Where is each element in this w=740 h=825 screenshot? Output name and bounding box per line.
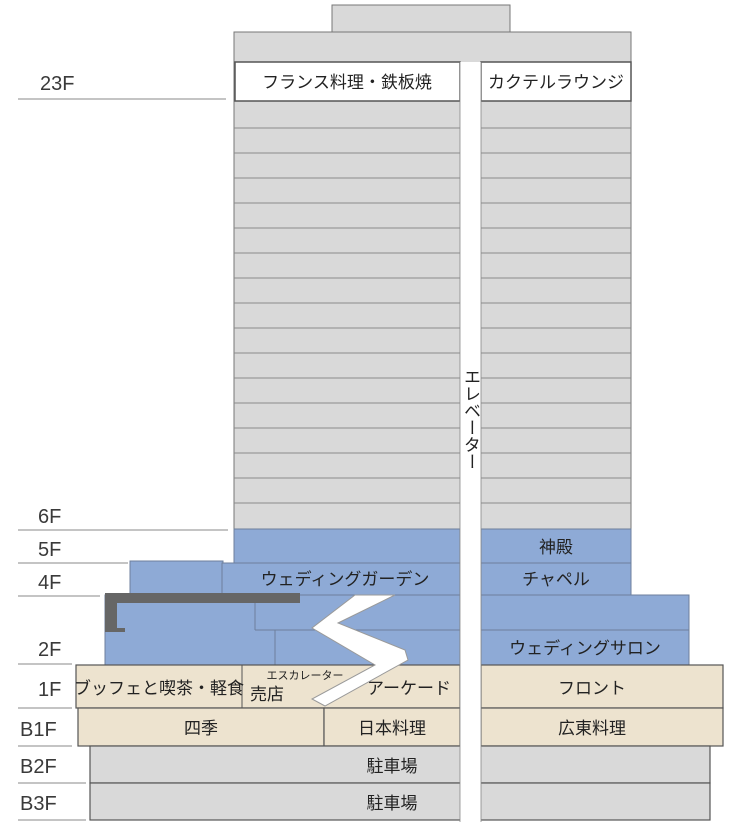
room-chapel-label: チャペル xyxy=(522,570,590,590)
room-wedding-salon xyxy=(480,629,690,666)
room-cantonese-label: 広東料理 xyxy=(558,719,626,739)
room-wedding-garden-label: ウェディングガーデン xyxy=(261,569,430,590)
floor-label-2f: 2F xyxy=(38,639,61,661)
floor-labels: 23F 6F 5F 4F 2F 1F B1F B2F B3F xyxy=(18,73,228,821)
room-shop-label: 売店 xyxy=(250,685,284,705)
floor-label-5f: 5F xyxy=(38,539,61,561)
floor-1f-left xyxy=(75,664,461,709)
parking-b3 xyxy=(89,782,711,821)
terrace-dark-step xyxy=(105,628,125,632)
room-french-teppanyaki xyxy=(234,61,461,102)
parking-b2-label: 駐車場 xyxy=(367,757,418,777)
parking-b2 xyxy=(89,745,711,784)
terrace-dark-accent xyxy=(105,593,300,631)
floor-label-b1f: B1F xyxy=(20,719,57,741)
room-shiki xyxy=(77,707,325,747)
floor-3f-right xyxy=(480,594,690,631)
floor-label-1f: 1F xyxy=(38,679,61,701)
room-wedding-salon-label: ウェディングサロン xyxy=(509,638,661,659)
room-cantonese xyxy=(480,707,724,747)
room-cocktail-lounge-label: カクテルラウンジ xyxy=(488,73,624,93)
floor-label-4f: 4F xyxy=(38,572,61,594)
escalator-shape xyxy=(310,594,409,707)
room-cocktail-lounge xyxy=(480,61,632,102)
tower-floor-lines xyxy=(234,127,631,504)
parking-b3-label: 駐車場 xyxy=(367,794,418,814)
tower-roof-cap xyxy=(331,4,511,34)
room-buffet-cafe-label: ブッフェと喫茶・軽食 xyxy=(74,678,244,699)
tower-body xyxy=(233,31,632,530)
floor-label-b3f: B3F xyxy=(20,793,57,815)
room-arcade-label: アーケード xyxy=(367,679,451,699)
floor-label-6f: 6F xyxy=(38,506,61,528)
room-shiki-label: 四季 xyxy=(184,719,218,739)
elevator-shaft xyxy=(460,62,481,822)
room-front-label: フロント xyxy=(558,679,626,699)
room-french-teppanyaki-label: フランス料理・鉄板焼 xyxy=(262,73,432,93)
floor-label-b2f: B2F xyxy=(20,756,57,778)
room-japanese-label: 日本料理 xyxy=(358,719,426,739)
room-shinden-label: 神殿 xyxy=(539,538,573,558)
floor-label-23f: 23F xyxy=(40,73,74,95)
room-front xyxy=(480,664,724,709)
floor-5f-left xyxy=(233,528,461,564)
elevator-label: エレベーター xyxy=(460,368,480,470)
escalator-label: エスカレーター xyxy=(267,669,344,682)
floor-4f-low-wing xyxy=(129,560,224,596)
